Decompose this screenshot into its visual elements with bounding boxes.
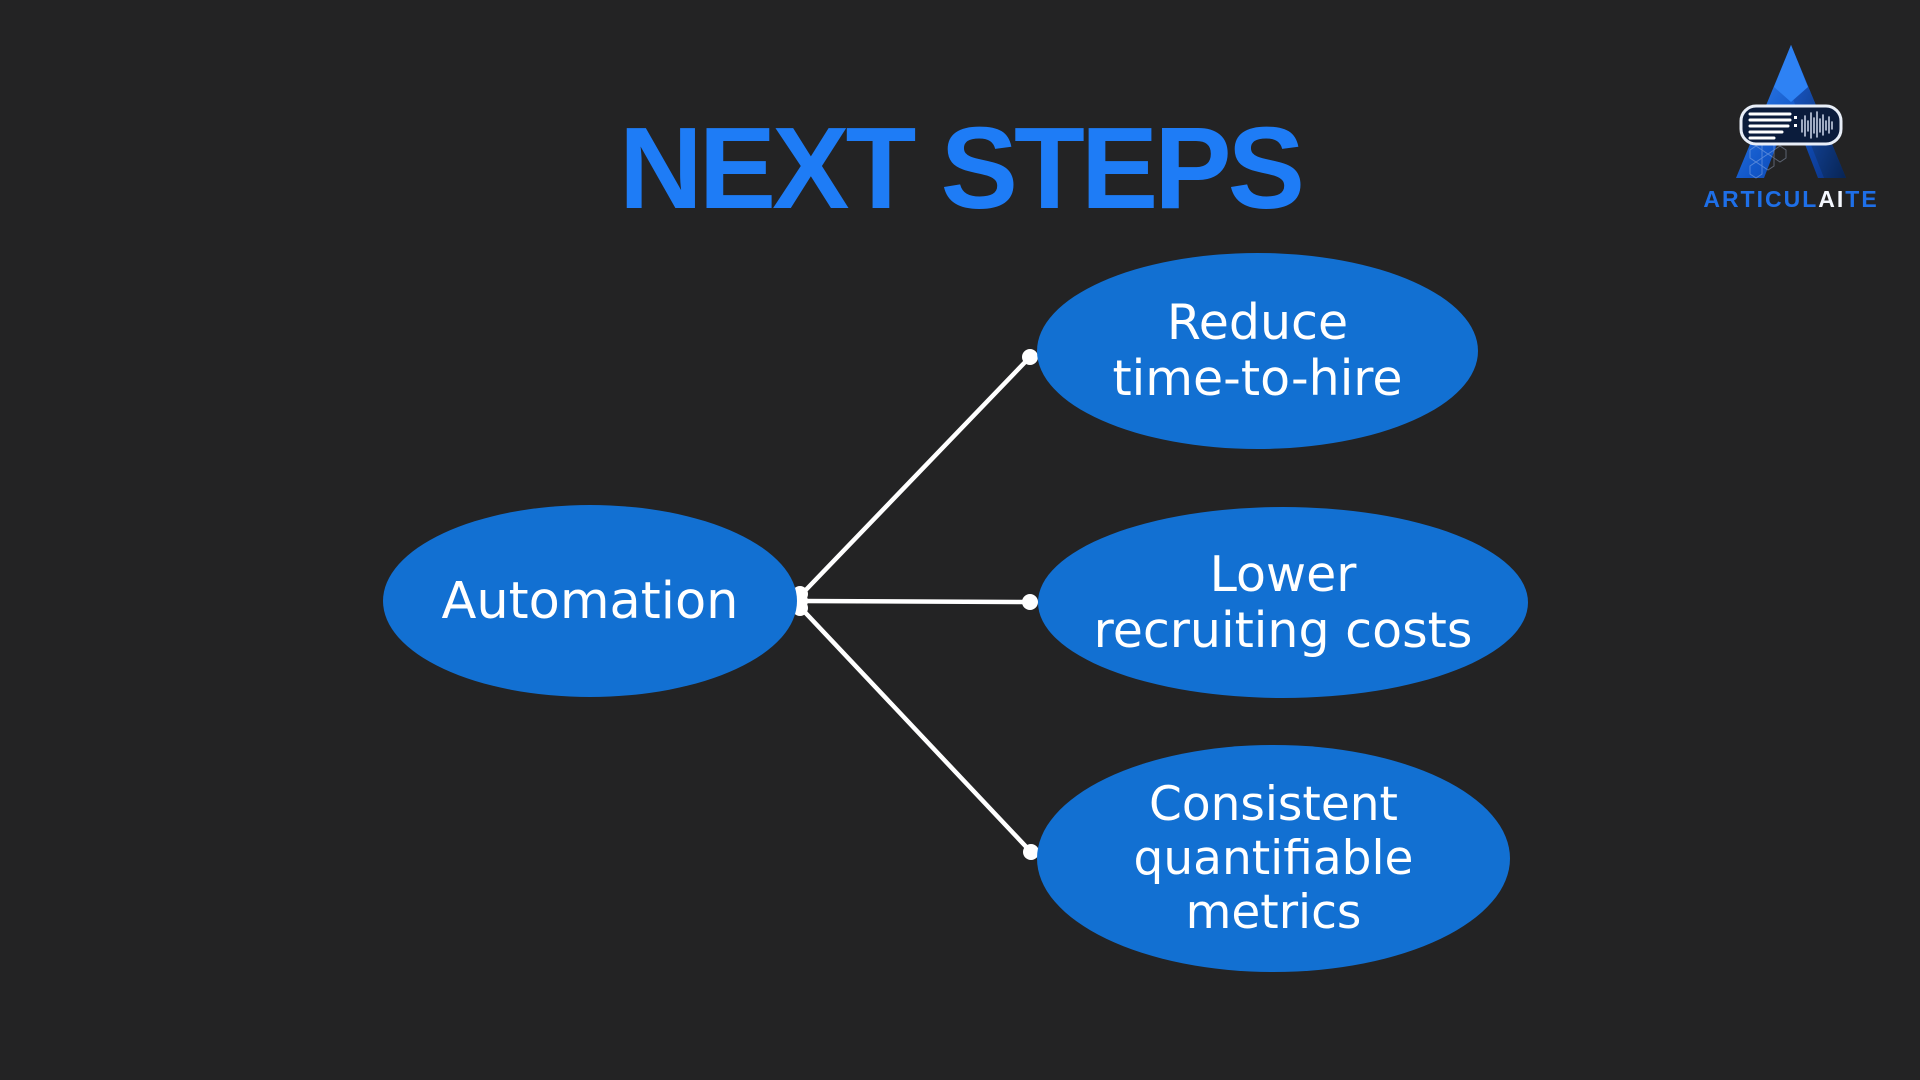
node-lower-recruiting-costs: Lower recruiting costs <box>1038 507 1528 698</box>
connector-dot-end-top <box>1022 349 1038 365</box>
connector-line-middle <box>797 598 1033 605</box>
node-label-line: Reduce <box>1166 294 1349 351</box>
node-consistent-quantifiable-metrics: Consistent quantifiable metrics <box>1037 745 1510 972</box>
connector-line-top <box>797 354 1033 599</box>
node-label-line: time-to-hire <box>1112 350 1403 407</box>
articulaite-wordmark: ARTICULAITE <box>1703 186 1878 213</box>
wordmark-prefix: ARTICUL <box>1703 186 1819 212</box>
node-label: Automation <box>441 571 739 631</box>
node-label-line: Consistent <box>1149 776 1398 832</box>
node-label-line: recruiting costs <box>1093 601 1473 659</box>
articulaite-a-goggles-icon <box>1736 45 1846 179</box>
articulaite-logo: ARTICULAITE <box>1698 42 1884 213</box>
node-reduce-time-to-hire: Reduce time-to-hire <box>1037 253 1478 449</box>
node-label-line: Lower <box>1209 545 1357 603</box>
wordmark-ai: AI <box>1818 186 1846 212</box>
node-label-line: metrics <box>1185 884 1362 940</box>
goggles-icon <box>1739 104 1843 146</box>
page-title: NEXT STEPS <box>619 103 1305 233</box>
connector-dot-end-middle <box>1022 594 1038 610</box>
node-label-line: quantifiable <box>1133 830 1414 886</box>
wordmark-suffix: TE <box>1845 186 1879 212</box>
node-automation: Automation <box>383 505 797 697</box>
connector-line-bottom <box>797 604 1034 855</box>
